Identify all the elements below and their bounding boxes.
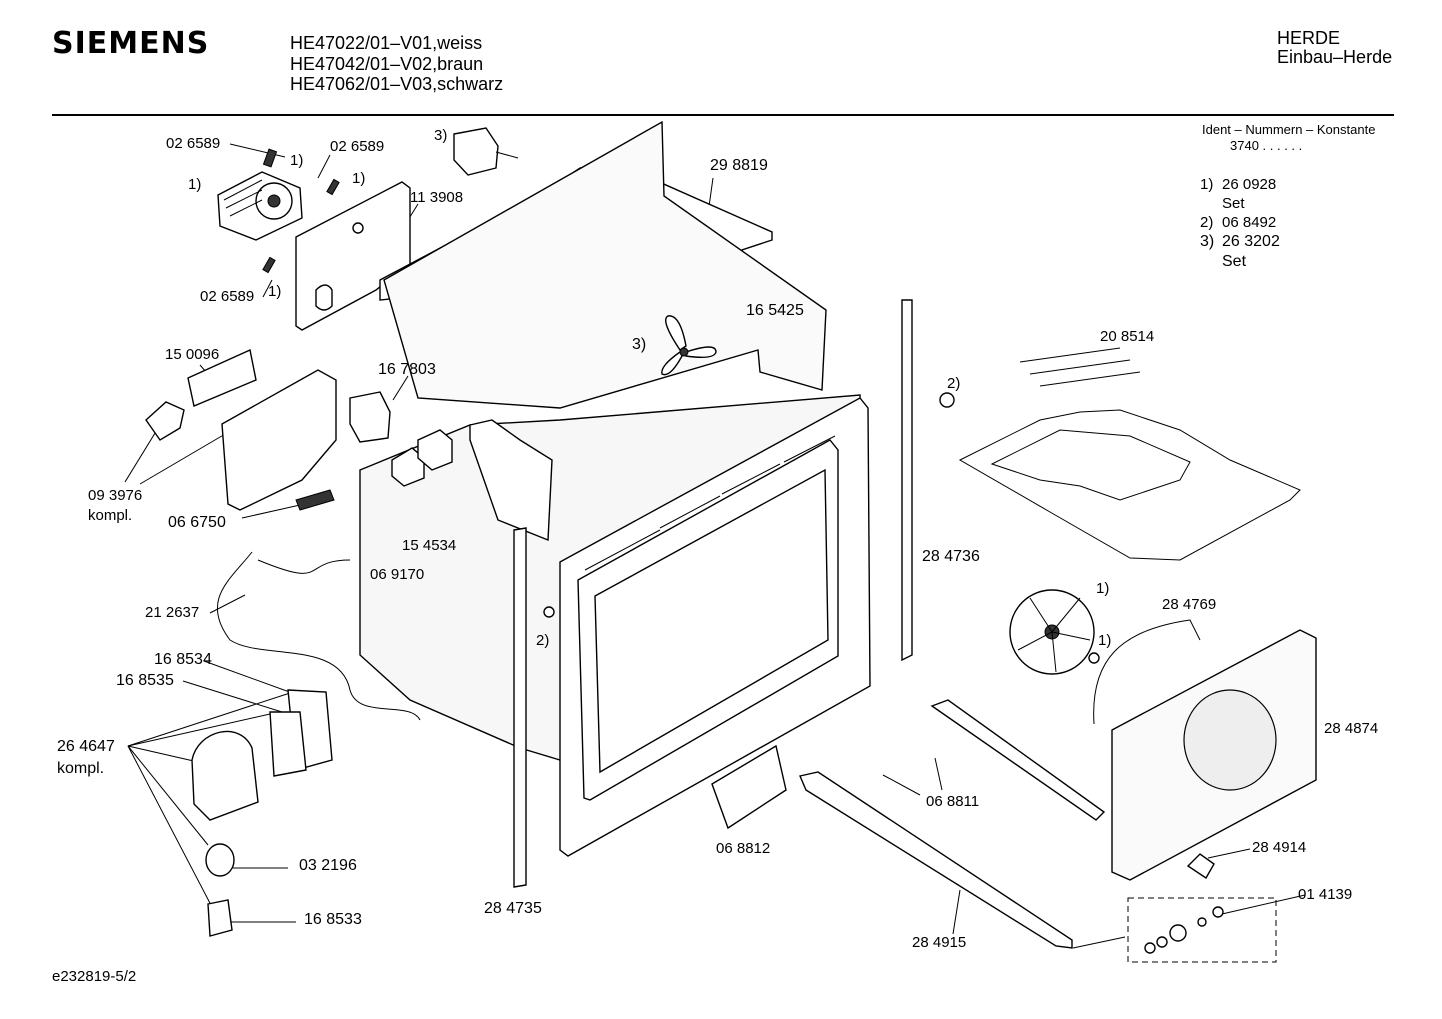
note-ref-label: 1)	[1098, 632, 1112, 649]
note-value-1: 26 0928	[1222, 176, 1277, 193]
part-label: 01 4139	[1298, 886, 1353, 903]
rail-holder	[712, 746, 786, 828]
note-sub-1: Set	[1222, 195, 1245, 212]
part-label: 15 4534	[402, 537, 457, 554]
part-label: 26 4647	[57, 738, 115, 755]
drawing-id: e232819-5/2	[52, 968, 137, 985]
part-label: 16 8535	[116, 672, 174, 689]
part-label: 06 6750	[168, 514, 226, 531]
kit-washers	[1145, 907, 1223, 953]
upper-rail	[932, 700, 1104, 820]
note-ref-label: 2)	[536, 632, 550, 649]
fan-motor-assembly	[218, 149, 339, 272]
thermostat-pair	[392, 430, 452, 486]
convection-fan	[1010, 590, 1099, 674]
lamp-cover	[192, 731, 258, 820]
part-label: 09 3976	[88, 487, 143, 504]
brand-logo: SIEMENS	[52, 26, 210, 61]
part-label: 20 8514	[1100, 328, 1155, 345]
grill-heating-element	[960, 348, 1300, 560]
note-ref-label: 2)	[947, 375, 961, 392]
part-label: 06 9170	[370, 566, 425, 583]
part-label: 02 6589	[200, 288, 255, 305]
heating-wire	[217, 552, 420, 720]
note-ref-label: 1)	[1096, 580, 1110, 597]
note-ref-label: 3)	[632, 336, 647, 353]
part-label: 02 6589	[166, 135, 221, 152]
note-ref-label: 3)	[434, 127, 448, 144]
door-switch	[454, 128, 518, 175]
part-label: 03 2196	[299, 857, 357, 874]
right-side-rail	[902, 300, 912, 660]
note-ref-label: 1)	[188, 176, 202, 193]
part-label: 29 8819	[710, 157, 768, 174]
part-label: 15 0096	[165, 346, 220, 363]
oven-rear-panel	[384, 122, 826, 408]
header-divider	[52, 114, 1394, 116]
note-sub-3: Set	[1222, 253, 1247, 270]
oven-front-frame	[560, 398, 870, 856]
model-line-3: HE47062/01–V03,schwarz	[290, 74, 504, 94]
note-ref-label: 1)	[268, 283, 282, 300]
left-side-rail	[514, 528, 526, 887]
fan-blade	[662, 316, 716, 375]
note-value-2: 06 8492	[1222, 214, 1277, 231]
ident-title: Ident – Nummern – Konstante	[1202, 122, 1376, 137]
note-key-3: 3)	[1200, 233, 1215, 250]
note-ref-label: 1)	[290, 152, 304, 169]
note-value-3: 26 3202	[1222, 233, 1280, 250]
lamp-socket	[208, 900, 232, 936]
subcategory-label: Einbau–Herde	[1277, 47, 1393, 67]
wire-clip	[296, 490, 334, 510]
part-label: 16 7803	[378, 361, 436, 378]
model-line-2: HE47042/01–V02,braun	[290, 54, 484, 74]
part-label: 28 4874	[1324, 720, 1379, 737]
part-label: 16 5425	[746, 302, 804, 319]
part-label: 28 4914	[1252, 839, 1307, 856]
note-key-1: 1)	[1200, 176, 1214, 193]
part-label: kompl.	[88, 507, 133, 524]
part-label: 06 8812	[716, 840, 771, 857]
note-ref-label: 1)	[352, 170, 366, 187]
part-label: 28 4915	[912, 934, 967, 951]
model-line-1: HE47022/01–V01,weiss	[290, 33, 483, 53]
note-key-2: 2)	[1200, 214, 1214, 231]
part-label: 16 8534	[154, 651, 212, 668]
part-label: 28 4769	[1162, 596, 1217, 613]
small-parts-kit	[1128, 898, 1276, 962]
part-label: kompl.	[57, 760, 105, 777]
lamp-gasket	[270, 690, 332, 776]
part-label: 28 4736	[922, 548, 980, 565]
category-label: HERDE	[1277, 28, 1341, 48]
rear-fan-cover	[1094, 620, 1316, 880]
part-label: 16 8533	[304, 911, 362, 928]
part-label: 11 3908	[410, 189, 464, 206]
part-label: 28 4735	[484, 900, 542, 917]
lamp-bulb	[206, 844, 234, 876]
ident-value: 3740 . . . . . .	[1230, 138, 1303, 153]
relay	[350, 392, 390, 442]
part-label: 06 8811	[926, 793, 980, 810]
part-label: 02 6589	[330, 138, 385, 155]
part-label: 21 2637	[145, 604, 200, 621]
control-bracket	[222, 370, 336, 510]
telescopic-rail	[800, 772, 1072, 948]
